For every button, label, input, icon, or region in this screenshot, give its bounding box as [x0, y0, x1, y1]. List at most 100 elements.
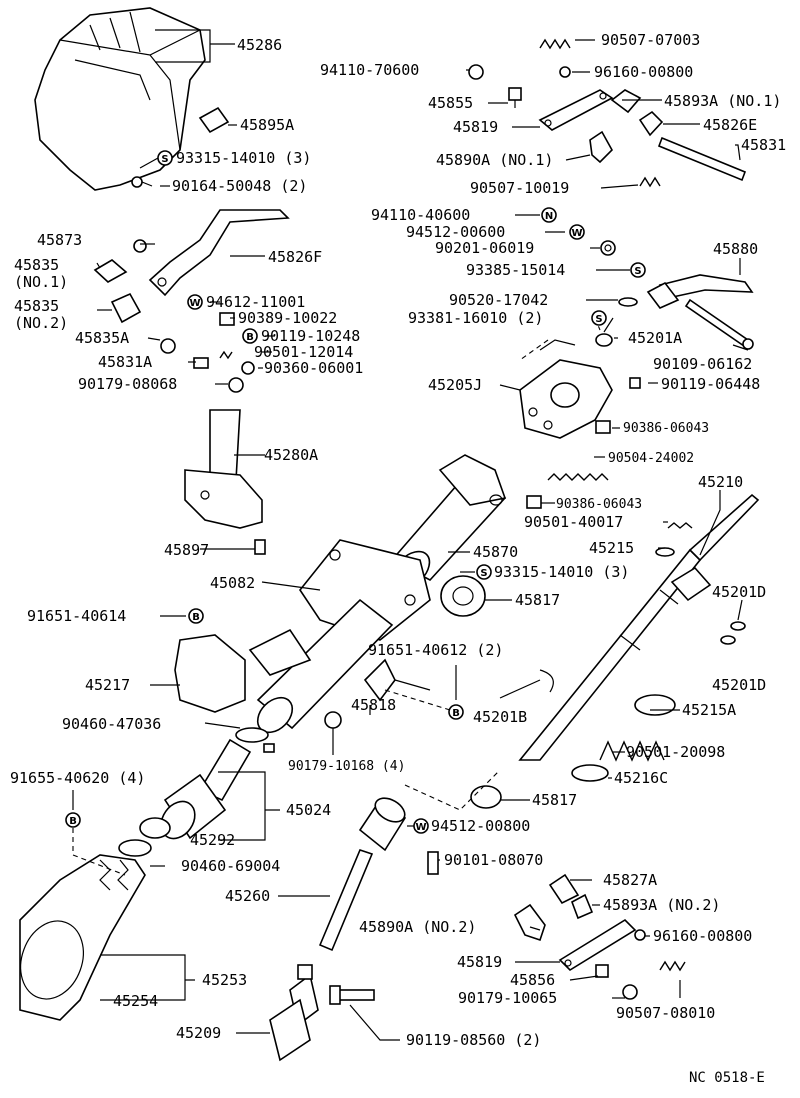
- part-label: (NO.2): [14, 314, 68, 332]
- svg-text:W: W: [415, 822, 426, 833]
- part-label: 45826E: [703, 116, 757, 134]
- part-label: 90386-06043: [556, 497, 642, 512]
- part-label: 45205J: [428, 376, 482, 394]
- part-label: 45880: [713, 240, 758, 258]
- part-label: 45209: [176, 1024, 221, 1042]
- part-label: 45831: [741, 136, 786, 154]
- part-label: 90201-06019: [435, 239, 534, 257]
- part-label: 45819: [453, 118, 498, 136]
- part-label: 45826F: [268, 248, 322, 266]
- w-symbol-icon: W: [187, 294, 203, 310]
- universal-joint-part: [269, 964, 319, 1062]
- bolt-part-2: [427, 851, 439, 875]
- part-label: 45895A: [240, 116, 294, 134]
- part-label: 45201D: [712, 676, 766, 694]
- part-number-labels: 45286 45895A 93315-14010 (3) 90164-50048…: [10, 31, 786, 1086]
- part-label: 45819: [457, 953, 502, 971]
- lock-lever-part: [148, 209, 290, 297]
- part-label: 91651-40614: [27, 607, 126, 625]
- part-label: 90501-12014: [254, 343, 353, 361]
- part-label: 90109-06162: [653, 355, 752, 373]
- part-label: 45253: [202, 971, 247, 989]
- svg-text:N: N: [545, 211, 553, 222]
- part-label: 96160-00800: [653, 927, 752, 945]
- svg-text:S: S: [634, 266, 641, 277]
- svg-text:W: W: [189, 298, 200, 309]
- part-label: 94110-70600: [320, 61, 419, 79]
- part-label: 90179-10168 (4): [288, 759, 405, 774]
- part-label: 90119-08560 (2): [406, 1031, 541, 1049]
- part-label: 45216C: [614, 769, 668, 787]
- w-symbol-icon: W: [413, 818, 429, 834]
- spring-part-5: [659, 960, 686, 972]
- part-label: 45856: [510, 971, 555, 989]
- part-label: 45024: [286, 801, 331, 819]
- knob-part: [133, 239, 147, 253]
- bracket-no2-part: [571, 893, 594, 920]
- part-label: 91655-40620 (4): [10, 769, 145, 787]
- part-label: 90119-10248: [261, 327, 360, 345]
- part-label: 45870: [473, 543, 518, 561]
- retainer-part: [539, 669, 554, 693]
- column-pad-part: [198, 106, 230, 134]
- n-symbol-icon: N: [541, 207, 557, 223]
- svg-text:S: S: [480, 568, 487, 579]
- part-label: 90460-69004: [181, 857, 280, 875]
- bracket-no1-part: [610, 89, 642, 114]
- svg-text:B: B: [452, 708, 460, 719]
- part-label: 45893A (NO.1): [664, 92, 781, 110]
- part-label: 93315-14010 (3): [494, 563, 629, 581]
- part-label: 45855: [428, 94, 473, 112]
- lever-link-part: [538, 89, 614, 131]
- pin-part-3: [595, 964, 609, 978]
- spring-part-2: [639, 176, 661, 188]
- collar-part: [595, 420, 611, 434]
- upper-column-cover-part: [34, 7, 206, 191]
- svg-text:S: S: [161, 154, 168, 165]
- long-bolt-part: [684, 298, 750, 348]
- collar-seat-part: [634, 694, 676, 716]
- svg-text:B: B: [69, 816, 77, 827]
- svg-text:S: S: [595, 314, 602, 325]
- clip-part-2: [634, 929, 646, 941]
- shaft-part: [657, 136, 747, 182]
- s-symbol-icon: S: [591, 310, 607, 326]
- part-label: 94512-00600: [406, 223, 505, 241]
- part-label: 91651-40612 (2): [368, 641, 503, 659]
- part-label: 90386-06043: [623, 421, 709, 436]
- part-label: 90501-20098: [626, 743, 725, 761]
- dust-boot-part: [19, 854, 146, 1021]
- spacer-part: [363, 658, 396, 702]
- column-bracket-part: [248, 539, 431, 734]
- part-label: 93315-14010 (3): [176, 149, 311, 167]
- part-label: 94110-40600: [371, 206, 470, 224]
- nut-part-4: [622, 984, 638, 1000]
- part-label: 90507-07003: [601, 31, 700, 49]
- part-label: 96160-00800: [594, 63, 693, 81]
- bracket-a-part: [548, 873, 580, 905]
- snap-ring-part: [618, 297, 638, 307]
- leader-lines: [72, 29, 749, 1041]
- shaft-joint-part: [670, 566, 712, 602]
- part-label: 90501-40017: [524, 513, 623, 531]
- steering-shaft-part: [318, 797, 407, 952]
- part-label: 45835: [14, 297, 59, 315]
- part-label: 90507-08010: [616, 1004, 715, 1022]
- symbol-markers: S N W S S W B S B B B W: [65, 150, 646, 834]
- pad-no1-part: [93, 259, 128, 283]
- compression-spring-part: [547, 473, 609, 481]
- part-label: 45890A (NO.2): [359, 918, 476, 936]
- lever-no2-part: [513, 903, 546, 942]
- svg-text:B: B: [246, 332, 254, 343]
- s-symbol-icon: S: [157, 150, 173, 166]
- stop-plate-part: [638, 110, 664, 137]
- part-label: 45817: [532, 791, 577, 809]
- part-label: 45873: [37, 231, 82, 249]
- part-label: 45890A (NO.1): [436, 151, 553, 169]
- part-label: 45215A: [682, 701, 736, 719]
- b-symbol-icon: B: [188, 608, 204, 624]
- part-label: 45210: [698, 473, 743, 491]
- spring-part-3: [667, 522, 693, 529]
- s-symbol-icon: S: [476, 564, 492, 580]
- b-symbol-icon: B: [448, 704, 464, 720]
